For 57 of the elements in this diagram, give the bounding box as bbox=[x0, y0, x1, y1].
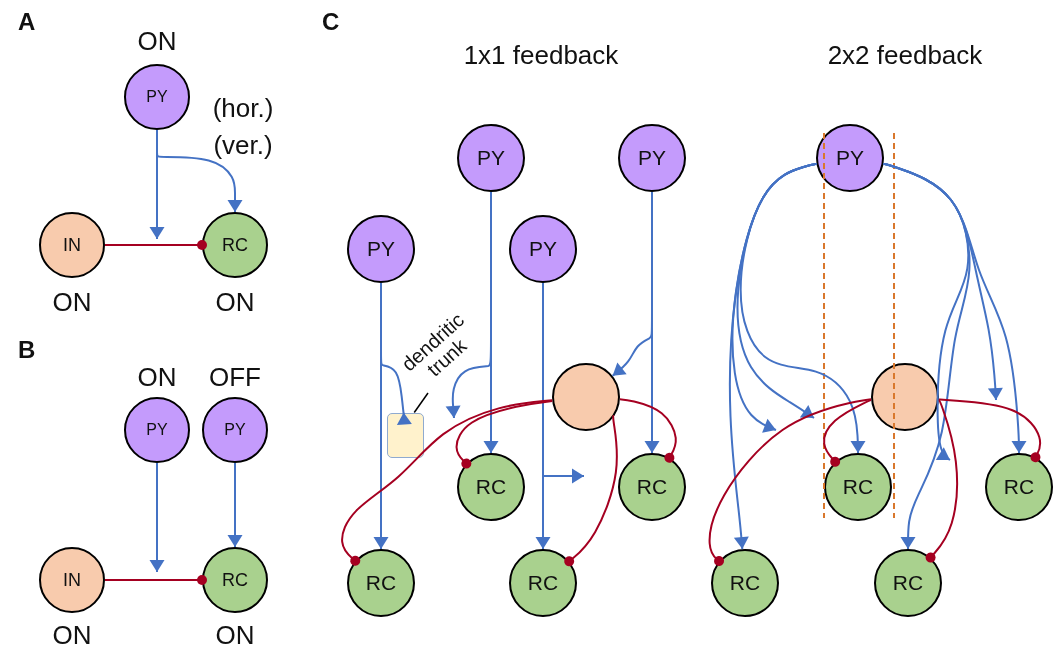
inhibitory-connection bbox=[455, 400, 554, 469]
cell-label: RC bbox=[842, 475, 874, 498]
cell-label: PY bbox=[836, 146, 864, 169]
excitatory-connection bbox=[611, 191, 653, 377]
cell-label: RC bbox=[365, 571, 397, 594]
panel-letter: C bbox=[322, 10, 340, 34]
cell-label: PY bbox=[367, 237, 395, 260]
cell-label: PY bbox=[638, 146, 666, 169]
cell-label: PY bbox=[146, 88, 168, 106]
inhibitory-connection bbox=[925, 398, 958, 563]
panel-letter: B bbox=[18, 338, 36, 362]
cell-label: RC bbox=[1003, 475, 1035, 498]
relay-cell bbox=[824, 453, 892, 521]
inhibitory-connection bbox=[618, 398, 677, 463]
inhibitory-connection bbox=[341, 399, 554, 566]
inhibitory-connection bbox=[104, 240, 207, 250]
text-label: 2x2 feedback bbox=[827, 42, 983, 68]
excitatory-connection bbox=[445, 191, 492, 419]
cell-label: RC bbox=[222, 235, 248, 255]
state-label: ON bbox=[137, 28, 177, 54]
excitatory-connection bbox=[149, 462, 165, 573]
leader-line bbox=[413, 392, 429, 414]
inhibitory-connection bbox=[708, 398, 873, 567]
highlight-box bbox=[386, 412, 424, 458]
excitatory-connection bbox=[156, 129, 243, 213]
cell-label: PY bbox=[477, 146, 505, 169]
excitatory-connection bbox=[227, 462, 243, 548]
cell-label: RC bbox=[636, 475, 668, 498]
cell-label: RC bbox=[222, 570, 248, 590]
cell-label: RC bbox=[475, 475, 507, 498]
inhibitory-connection bbox=[937, 398, 1042, 463]
inhibitory-connection bbox=[104, 575, 207, 585]
cell-label: RC bbox=[527, 571, 559, 594]
neuron-circle bbox=[552, 363, 620, 431]
state-label: ON bbox=[137, 364, 177, 390]
cell-label: IN bbox=[63, 570, 81, 590]
text-label: (hor.) bbox=[212, 95, 274, 121]
excitatory-connection bbox=[882, 162, 971, 550]
cell-label: PY bbox=[146, 421, 168, 439]
state-label: ON bbox=[52, 289, 92, 315]
cell-label: RC bbox=[729, 571, 761, 594]
inhibitory-connection bbox=[564, 415, 618, 567]
excitatory-connection bbox=[542, 282, 585, 484]
cell-label: PY bbox=[529, 237, 557, 260]
text-label: (ver.) bbox=[213, 132, 273, 158]
state-label: ON bbox=[215, 622, 255, 648]
cell-label: RC bbox=[892, 571, 924, 594]
text-label: 1x1 feedback bbox=[463, 42, 619, 68]
cell-label: IN bbox=[63, 235, 81, 255]
state-label: OFF bbox=[209, 364, 261, 390]
panel-letter: A bbox=[18, 10, 36, 34]
cell-label: PY bbox=[224, 421, 246, 439]
state-label: ON bbox=[215, 289, 255, 315]
state-label: ON bbox=[52, 622, 92, 648]
excitatory-connection bbox=[739, 162, 866, 454]
excitatory-connection bbox=[380, 282, 412, 425]
inhibitory-connection bbox=[823, 398, 873, 467]
